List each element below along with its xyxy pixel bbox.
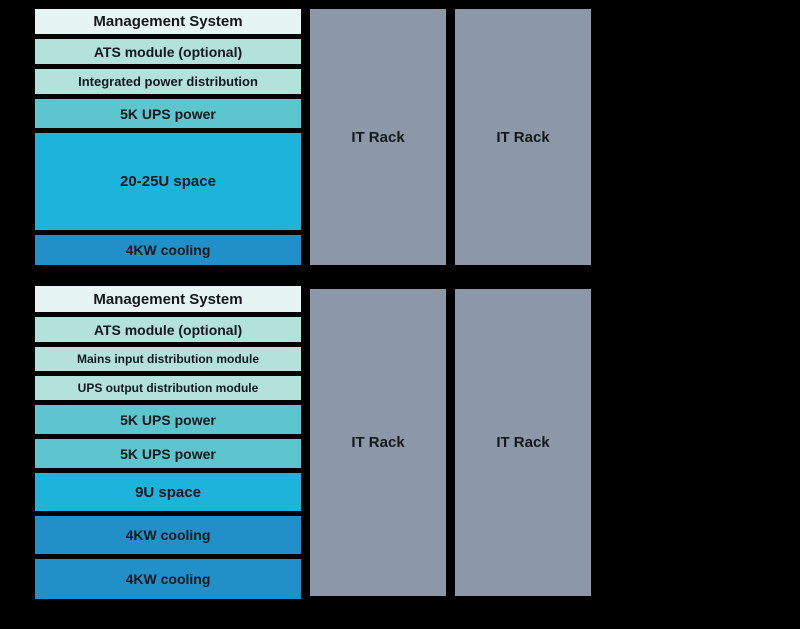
segment-label: ATS module (optional) [93, 321, 243, 338]
segment-ats-module: ATS module (optional) [35, 39, 301, 64]
segment-label: 5K UPS power [120, 105, 216, 122]
it-rack: IT Rack [455, 9, 591, 265]
segment-label: UPS output distribution module [77, 381, 259, 395]
segment-label: 4KW cooling [125, 242, 211, 258]
rack-label: IT Rack [496, 434, 550, 451]
segment-ats-module: ATS module (optional) [35, 317, 301, 342]
segment-label: 4KW cooling [125, 527, 211, 543]
segment-cooling-1: 4KW cooling [35, 516, 301, 554]
it-rack: IT Rack [310, 9, 446, 265]
segment-ups-power: 5K UPS power [35, 99, 301, 128]
segment-ups-output-distribution: UPS output distribution module [35, 376, 301, 400]
segment-label: 20-25U space [120, 173, 216, 190]
segment-label: ATS module (optional) [93, 43, 243, 60]
segment-label: 5K UPS power [120, 445, 216, 462]
segment-label: 4KW cooling [125, 571, 211, 587]
segment-cooling: 4KW cooling [35, 235, 301, 265]
power-stack-top: Management System ATS module (optional) … [35, 9, 301, 265]
segment-ups-power-2: 5K UPS power [35, 439, 301, 468]
segment-label: Management System [93, 290, 243, 308]
segment-u-space: 20-25U space [35, 133, 301, 230]
it-rack: IT Rack [455, 289, 591, 596]
rack-label: IT Rack [496, 128, 550, 146]
segment-management-system: Management System [35, 9, 301, 34]
segment-u-space: 9U space [35, 473, 301, 511]
it-rack: IT Rack [310, 289, 446, 596]
segment-label: Mains input distribution module [77, 352, 259, 366]
segment-label: Management System [93, 13, 243, 30]
segment-label: Integrated power distribution [78, 74, 258, 89]
power-stack-bottom: Management System ATS module (optional) … [35, 286, 301, 599]
segment-integrated-power-distribution: Integrated power distribution [35, 69, 301, 94]
rack-label: IT Rack [351, 128, 405, 146]
rack-label: IT Rack [351, 434, 405, 451]
segment-mains-input-distribution: Mains input distribution module [35, 347, 301, 371]
segment-ups-power-1: 5K UPS power [35, 405, 301, 434]
segment-label: 9U space [135, 483, 201, 501]
segment-cooling-2: 4KW cooling [35, 559, 301, 599]
segment-label: 5K UPS power [120, 411, 216, 428]
segment-management-system: Management System [35, 286, 301, 312]
